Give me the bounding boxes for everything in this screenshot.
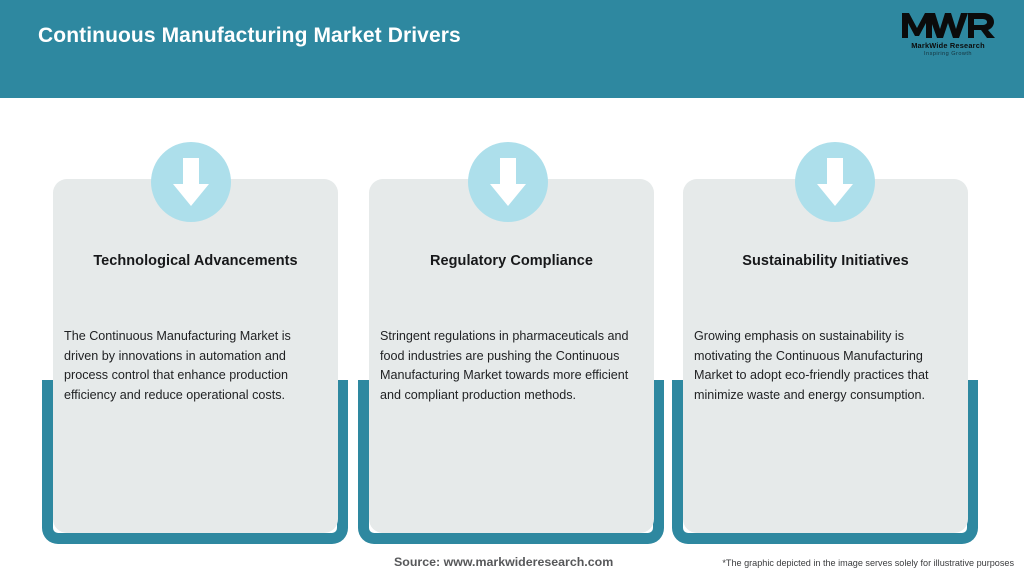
down-arrow-glyph-3 [817, 158, 853, 206]
card-title-1: Technological Advancements [93, 253, 298, 269]
down-arrow-glyph-1 [173, 158, 209, 206]
down-arrow-icon-2 [468, 142, 548, 222]
card-bracket-2 [358, 380, 664, 544]
driver-card-3[interactable]: Sustainability Initiatives Growing empha… [683, 179, 968, 533]
down-arrow-icon-1 [151, 142, 231, 222]
source-label: Source: www.markwideresearch.com [394, 555, 614, 569]
page-title: Continuous Manufacturing Market Drivers [38, 24, 461, 47]
card-title-3: Sustainability Initiatives [742, 253, 909, 269]
down-arrow-glyph-2 [490, 158, 526, 206]
card-bracket-3 [672, 380, 978, 544]
down-arrow-icon-3 [795, 142, 875, 222]
card-title-2: Regulatory Compliance [430, 253, 593, 269]
markwide-research-logo: MarkWide Research Inspiring Growth [896, 10, 1000, 62]
header-bar: Continuous Manufacturing Market Drivers … [0, 0, 1024, 98]
driver-card-1[interactable]: Technological Advancements The Continuou… [53, 179, 338, 533]
driver-column-1: Technological Advancements The Continuou… [0, 0, 360, 576]
driver-card-2[interactable]: Regulatory Compliance Stringent regulati… [369, 179, 654, 533]
card-body-1: The Continuous Manufacturing Market is d… [64, 329, 291, 402]
card-body-2: Stringent regulations in pharmaceuticals… [380, 329, 629, 402]
disclaimer-note: *The graphic depicted in the image serve… [722, 558, 1014, 568]
logo-company-name: MarkWide Research [911, 41, 985, 50]
card-body-3: Growing emphasis on sustainability is mo… [694, 329, 929, 402]
mwr-logo-mark [902, 13, 995, 38]
logo-tagline: Inspiring Growth [924, 50, 972, 57]
card-bracket-1 [42, 380, 348, 544]
